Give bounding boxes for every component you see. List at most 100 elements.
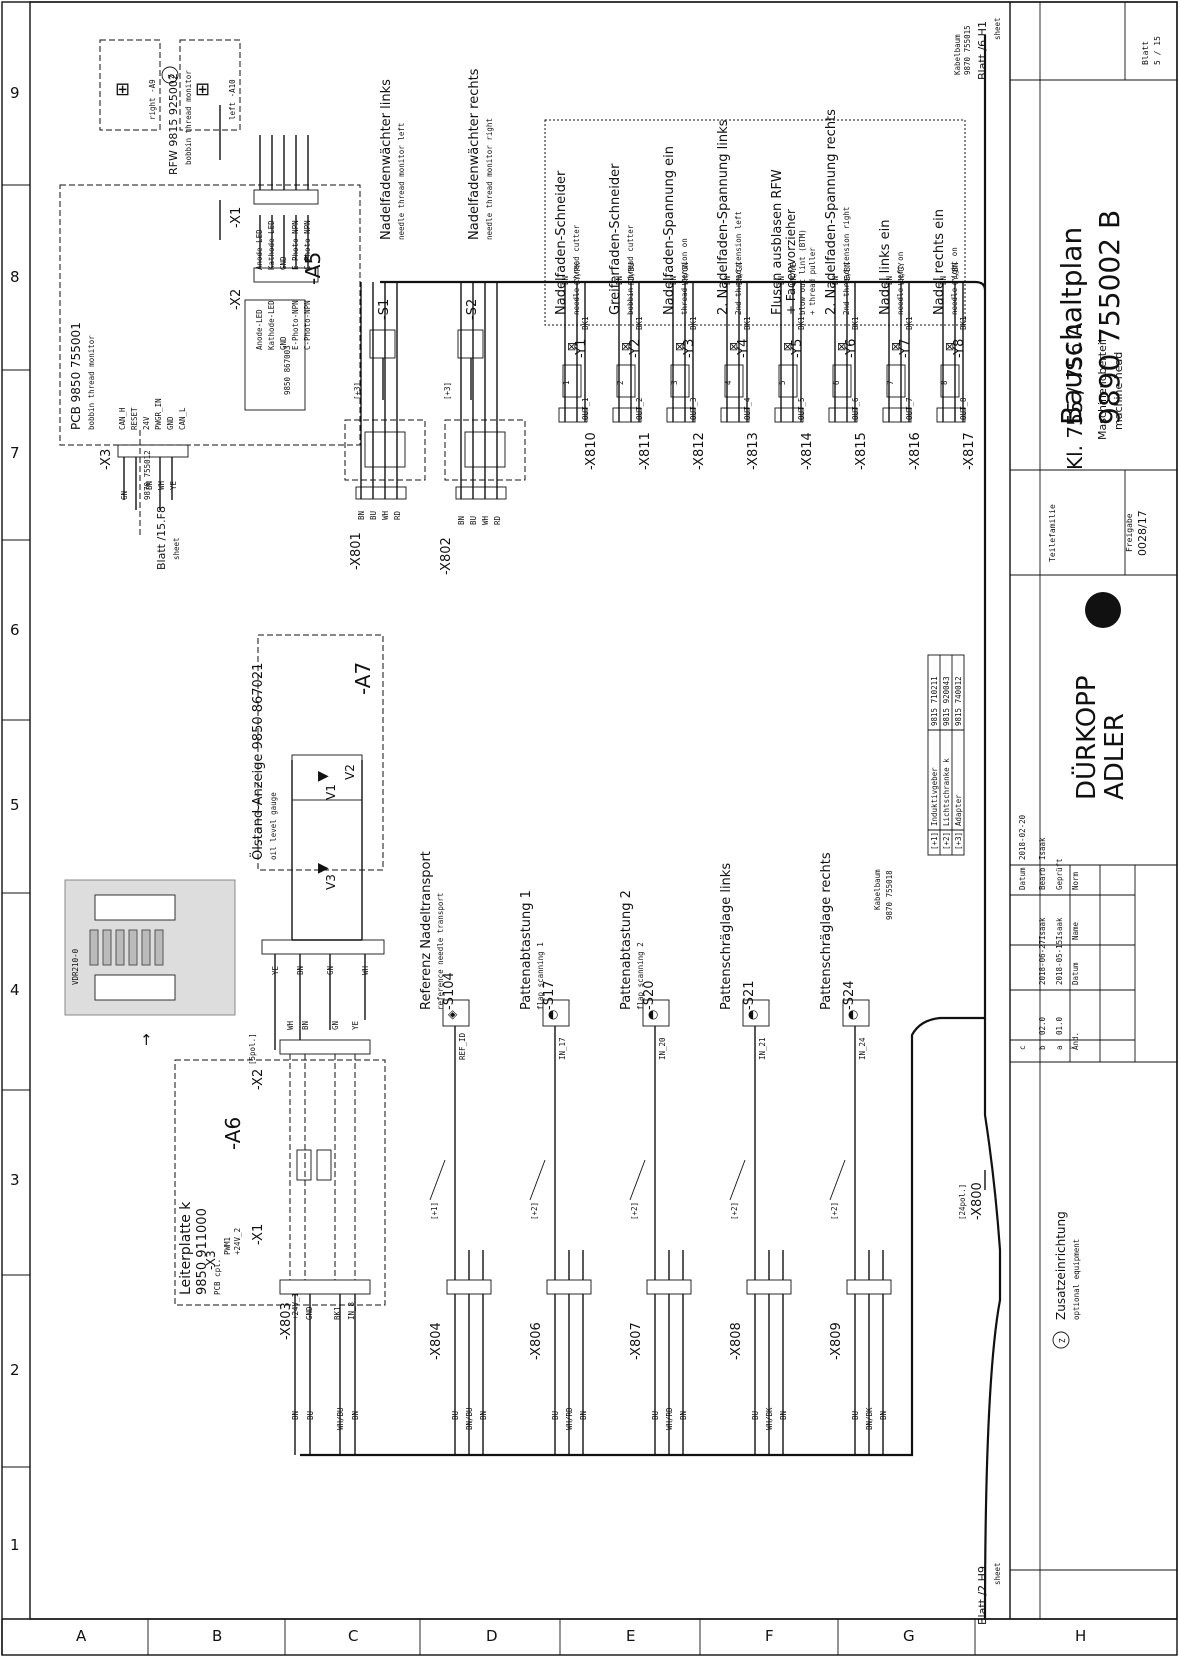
valve-coil-icon: ⊠ bbox=[945, 340, 954, 353]
svg-text:-X1: -X1 bbox=[251, 1224, 266, 1245]
valve-descriptions-box bbox=[544, 119, 966, 326]
col-number-4: 4 bbox=[10, 981, 20, 999]
svg-text:Adapter: Adapter bbox=[954, 794, 963, 826]
wire-color: RD/BU bbox=[627, 262, 636, 285]
svg-text:PWGR_IN: PWGR_IN bbox=[154, 398, 163, 430]
svg-text:bobbin thread monitor: bobbin thread monitor bbox=[184, 70, 193, 165]
svg-text:PCB cpl.: PCB cpl. bbox=[213, 1259, 222, 1295]
svg-text:Kabelbaum: Kabelbaum bbox=[953, 34, 962, 75]
valve-output: OUT_6 bbox=[851, 397, 860, 420]
svg-text:[24pol.]: [24pol.] bbox=[958, 1184, 967, 1220]
valve-connector: -X815 bbox=[854, 432, 869, 470]
svg-text:BU: BU bbox=[469, 516, 478, 525]
svg-text:BN: BN bbox=[301, 1021, 310, 1030]
svg-text:BN: BN bbox=[291, 1411, 300, 1420]
svg-text:WH: WH bbox=[361, 965, 370, 975]
freigabe-number: 0028/17 bbox=[1136, 510, 1149, 556]
svg-text:Zusatzeinrichtung: Zusatzeinrichtung bbox=[1054, 1211, 1068, 1320]
inner-frame bbox=[29, 1, 1178, 1620]
valve-title: Nadel links ein bbox=[878, 220, 893, 315]
svg-text:RESET: RESET bbox=[130, 407, 139, 430]
col-number-2: 2 bbox=[10, 1361, 20, 1379]
svg-text:9815 710211: 9815 710211 bbox=[930, 676, 939, 726]
row-letter-a: A bbox=[76, 1627, 87, 1645]
svg-text:-X803: -X803 bbox=[279, 1302, 294, 1340]
svg-text:E-Photo-NPN: E-Photo-NPN bbox=[291, 300, 300, 350]
valve-pin: 3 bbox=[670, 380, 679, 385]
wire-color: WH/RD bbox=[665, 1407, 674, 1430]
wire-color: BU bbox=[851, 1411, 860, 1420]
svg-text:a: a bbox=[1055, 1045, 1064, 1050]
valve-coil-icon: ⊠ bbox=[891, 340, 900, 353]
svg-text:GN: GN bbox=[326, 966, 335, 975]
svg-text:24V: 24V bbox=[142, 416, 151, 430]
svg-text:WH: WH bbox=[481, 515, 490, 525]
valve-tag: -Y7 bbox=[898, 339, 913, 358]
sensor-connector: -X808 bbox=[729, 1322, 744, 1360]
valve-connector: -X813 bbox=[746, 432, 761, 470]
col-number-7: 7 bbox=[10, 444, 20, 462]
wire-color: BN/BU bbox=[465, 1407, 474, 1430]
svg-text:-X802: -X802 bbox=[439, 537, 454, 575]
row-letter-h: H bbox=[1075, 1627, 1086, 1645]
valve-output: OUT_8 bbox=[959, 397, 968, 420]
valve-subtitle: bobbin thread cutter bbox=[626, 224, 635, 315]
svg-text:RD: RD bbox=[493, 515, 502, 525]
svg-text:GN: GN bbox=[120, 491, 129, 500]
svg-text:b: b bbox=[1038, 1045, 1047, 1050]
svg-text:BU: BU bbox=[306, 1411, 315, 1420]
svg-text:-X2: -X2 bbox=[229, 289, 244, 310]
wire-color: BN/GN bbox=[735, 262, 744, 285]
svg-text:DÜRKOPP: DÜRKOPP bbox=[1070, 675, 1102, 800]
valve-subtitle-2: + thread puller bbox=[808, 247, 817, 315]
revision-table: c b a 02.0 01.0 2018-06-27 2018-05-15 Da… bbox=[1010, 814, 1136, 1062]
svg-text:RFW 9815 925002: RFW 9815 925002 bbox=[167, 73, 180, 175]
valve-connector: -X814 bbox=[800, 432, 815, 470]
pcb-photo: VDR210-0 ↑ bbox=[64, 879, 236, 1049]
svg-text:Isaak: Isaak bbox=[1038, 837, 1047, 860]
valve-subtitle: thread tension on bbox=[680, 238, 689, 315]
valve-connector: -X811 bbox=[638, 432, 653, 470]
svg-text:YE: YE bbox=[169, 480, 178, 490]
sensor-connector: -X804 bbox=[429, 1322, 444, 1360]
svg-text:2018-06-27: 2018-06-27 bbox=[1038, 940, 1047, 985]
svg-text:oil level gauge: oil level gauge bbox=[269, 792, 278, 860]
svg-text:GND: GND bbox=[279, 336, 288, 350]
wire-color: BN bbox=[579, 1411, 588, 1420]
row-letter-d: D bbox=[486, 1627, 498, 1645]
svg-text:C-Photo-NPN: C-Photo-NPN bbox=[303, 300, 312, 350]
svg-text:-X801: -X801 bbox=[349, 532, 364, 570]
svg-text:Kabelbaum: Kabelbaum bbox=[873, 869, 882, 910]
sensor-icon: ◐ bbox=[748, 1007, 758, 1021]
svg-text:PWM1: PWM1 bbox=[223, 1237, 232, 1255]
harness-ref-mid: Kabelbaum 9870 755018 bbox=[873, 869, 894, 920]
svg-text:2018-02-20: 2018-02-20 bbox=[1018, 814, 1027, 860]
wire-color: BK1 bbox=[851, 316, 860, 330]
svg-text:Datum: Datum bbox=[1018, 867, 1027, 890]
valve-pin: 1 bbox=[562, 380, 571, 385]
valve-title: Flusen ausblasen RFW bbox=[770, 169, 785, 315]
svg-text:GN: GN bbox=[331, 1021, 340, 1030]
sensor-input: IN_17 bbox=[558, 1037, 567, 1060]
svg-text:Name: Name bbox=[1071, 921, 1080, 940]
wire-color: BN bbox=[779, 1411, 788, 1420]
main-harness-bus bbox=[300, 35, 1002, 1620]
svg-text:YE: YE bbox=[351, 1020, 360, 1030]
wire-color: BU bbox=[551, 1411, 560, 1420]
svg-text:Datum: Datum bbox=[1071, 962, 1080, 985]
sensor-subtitle: flap scanning 1 bbox=[536, 942, 545, 1010]
svg-text:Z: Z bbox=[1058, 1338, 1067, 1343]
svg-text:9870 755012: 9870 755012 bbox=[143, 450, 152, 500]
sensor-subtitle: reference needle transport bbox=[436, 893, 445, 1010]
valve-coil-icon: ⊠ bbox=[675, 340, 684, 353]
svg-text:BN: BN bbox=[457, 516, 466, 525]
sensor-tag: -S24 bbox=[842, 981, 857, 1011]
valve-connector: -X817 bbox=[962, 432, 977, 470]
valve-output: OUT_4 bbox=[743, 397, 752, 420]
svg-text:[+3]: [+3] bbox=[954, 832, 963, 850]
